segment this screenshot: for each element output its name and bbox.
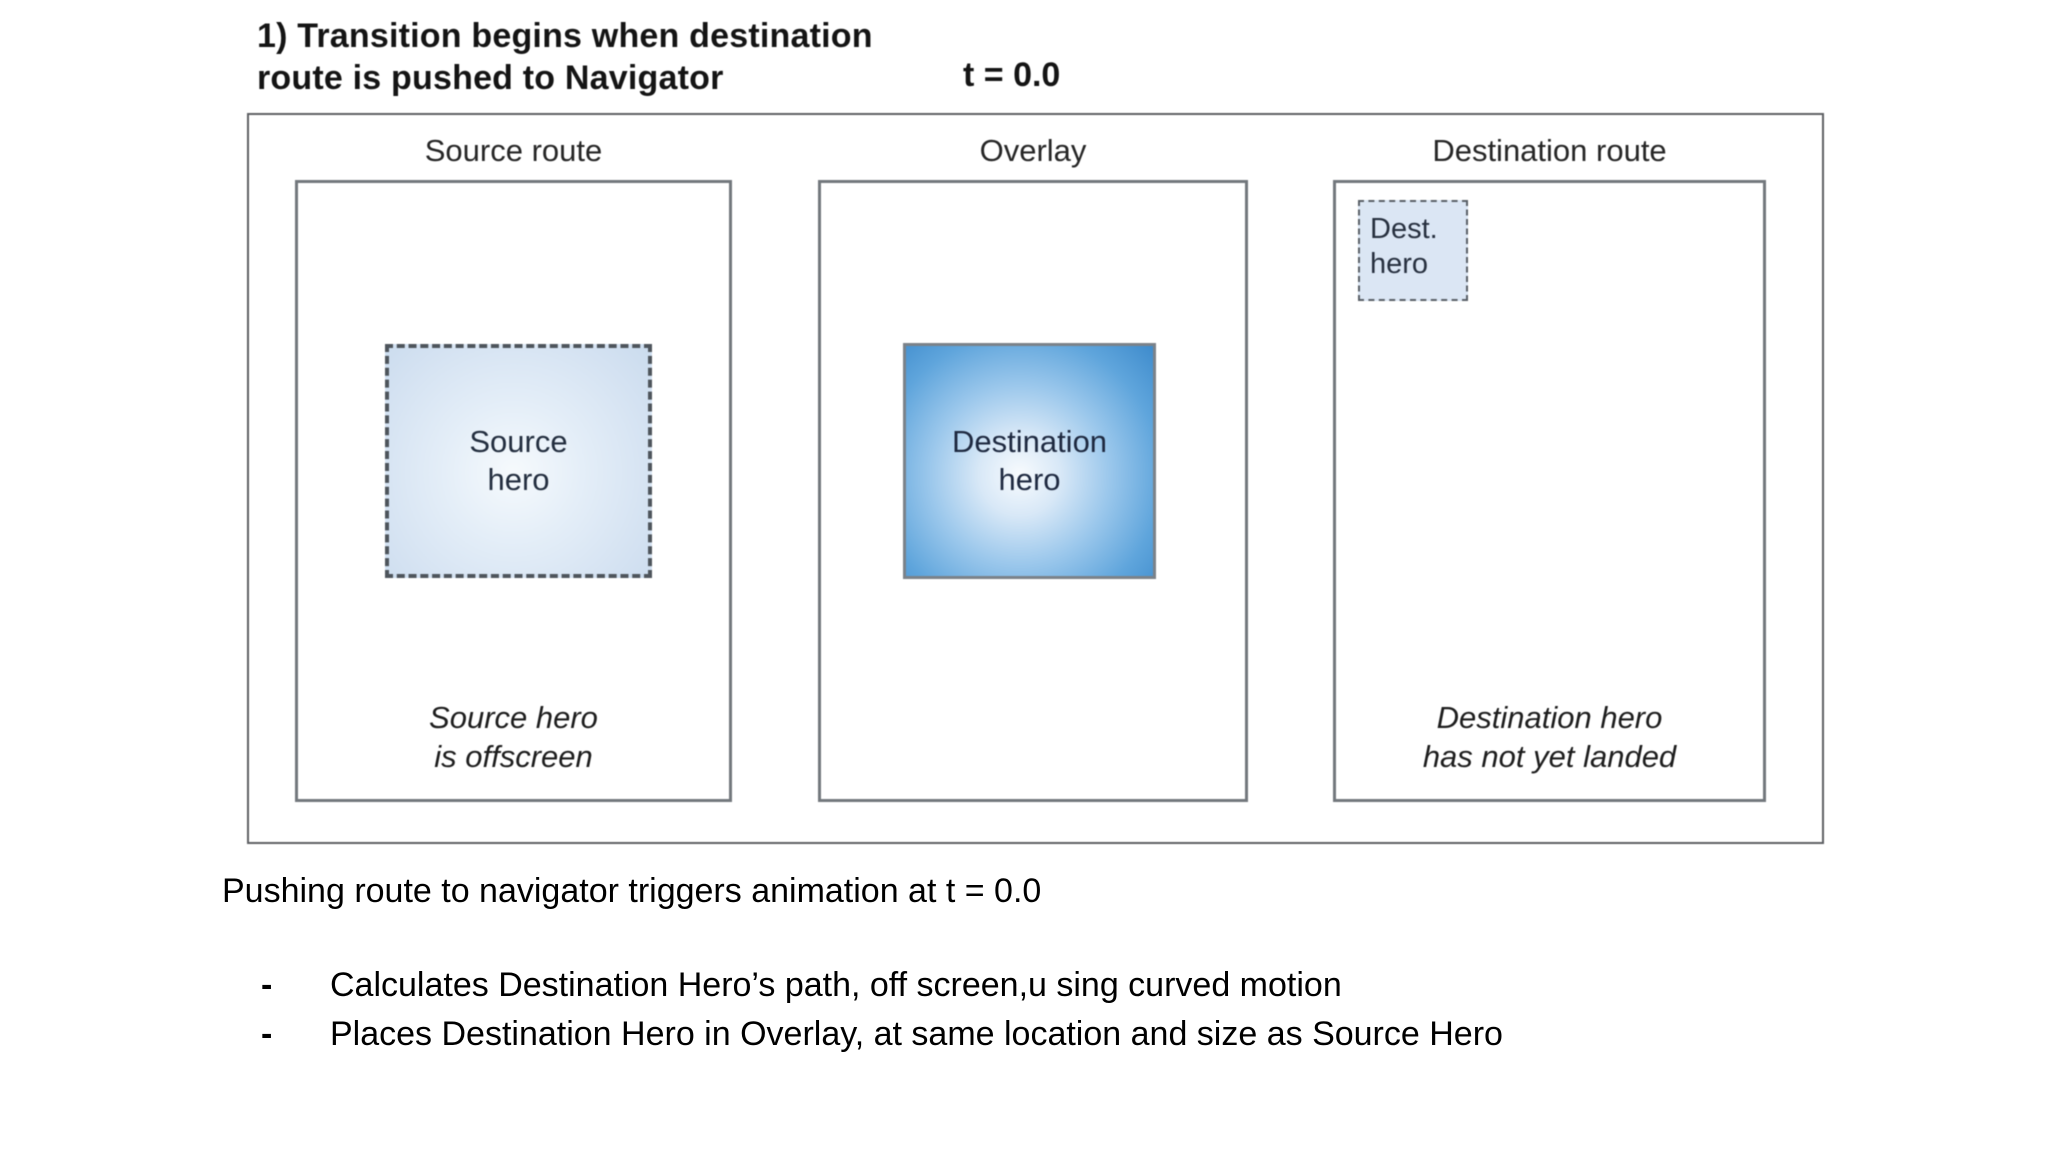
dest-hero-label-line2: hero	[1370, 248, 1429, 280]
time-label: t = 0.0	[963, 56, 1061, 94]
diagram-heading: 1) Transition begins when destination ro…	[257, 15, 873, 99]
diagram-heading-line2: route is pushed to Navigator	[257, 59, 724, 97]
source-hero-label-line1: Source	[469, 424, 568, 459]
destination-route-label: Destination route	[1432, 133, 1667, 168]
source-caption-line1: Source hero	[429, 700, 598, 735]
overlay-hero-label-line1: Destination	[951, 424, 1108, 459]
source-hero-box: Source hero	[385, 344, 652, 578]
diagram-heading-line1: 1) Transition begins when destination	[257, 17, 873, 55]
overlay-hero-label-line2: hero	[998, 462, 1061, 497]
source-caption-line2: is offscreen	[434, 739, 593, 774]
bullet-marker: -	[261, 1015, 273, 1053]
bullet-text: Calculates Destination Hero’s path, off …	[330, 966, 1342, 1004]
destination-caption: Destination hero has not yet landed	[1333, 698, 1766, 776]
notes-bullet-list: - Calculates Destination Hero’s path, of…	[261, 961, 1503, 1059]
bullet-text: Places Destination Hero in Overlay, at s…	[330, 1015, 1503, 1053]
overlay-label: Overlay	[979, 133, 1087, 168]
source-hero-label-line2: hero	[487, 462, 550, 497]
dest-hero-label-line1: Dest.	[1370, 213, 1438, 245]
bullet-marker: -	[261, 966, 273, 1004]
destination-hero-placeholder-box: Dest. hero	[1358, 200, 1468, 301]
notes-intro-text: Pushing route to navigator triggers anim…	[222, 872, 1042, 910]
source-caption: Source hero is offscreen	[295, 698, 732, 776]
destination-caption-line1: Destination hero	[1436, 700, 1663, 735]
destination-caption-line2: has not yet landed	[1422, 739, 1677, 774]
list-item: - Places Destination Hero in Overlay, at…	[261, 1010, 1503, 1059]
overlay-destination-hero-box: Destination hero	[903, 343, 1156, 579]
source-route-label: Source route	[424, 133, 603, 168]
list-item: - Calculates Destination Hero’s path, of…	[261, 961, 1503, 1010]
